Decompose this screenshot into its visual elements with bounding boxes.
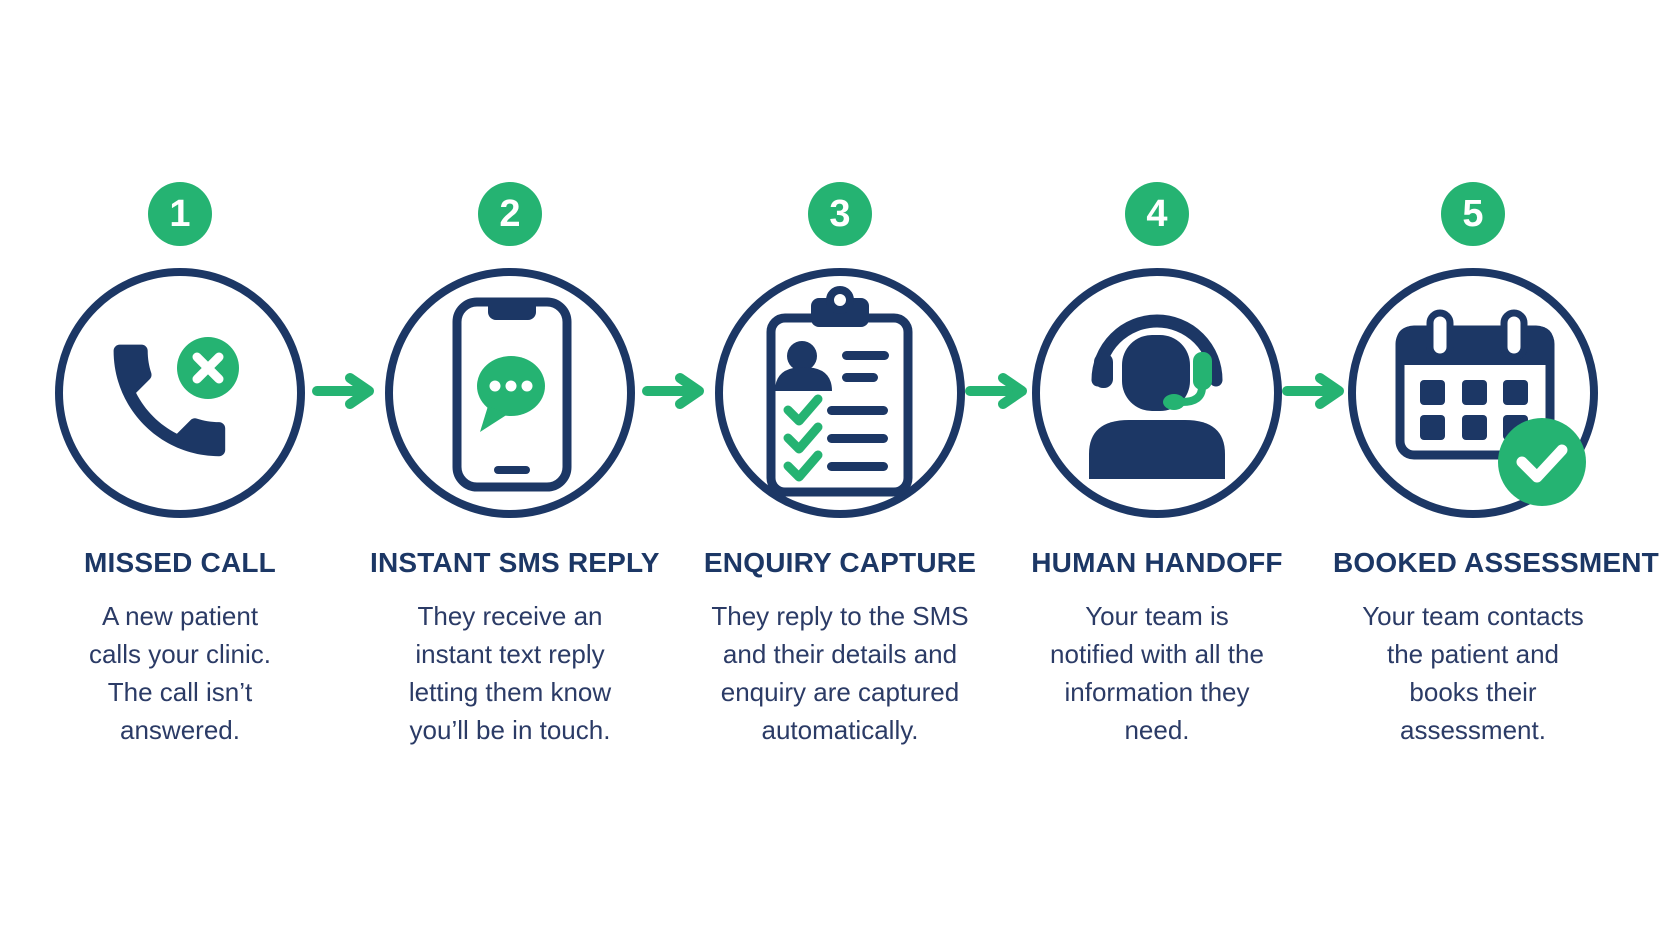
enquiry-clipboard-icon: [766, 286, 913, 497]
check-icon: [783, 450, 823, 482]
check-badge: [1498, 418, 1586, 506]
step-title: MISSED CALL: [84, 547, 276, 578]
step-5-booked-assessment: 5 BOOKED ASSESSMENT Your team contacts t…: [1333, 0, 1659, 941]
step-title: INSTANT SMS REPLY: [370, 547, 660, 578]
step-4-human-handoff: 4 HUMAN HANDOFF Your team is notified wi…: [1017, 0, 1297, 941]
step-icon-circle: [55, 268, 305, 518]
right-arrow-icon: [965, 373, 1027, 409]
check-icon: [783, 394, 823, 426]
check-icon: [783, 422, 823, 454]
phone-notch: [488, 305, 536, 320]
person-head: [787, 341, 817, 371]
bubble-dot: [505, 380, 517, 392]
bubble-dot: [489, 380, 501, 392]
calendar-day: [1420, 415, 1445, 440]
chat-bubble-tail: [480, 406, 508, 432]
bubble-dot: [521, 380, 533, 392]
right-arrow-icon: [642, 373, 704, 409]
headset-earcup-right: [1193, 352, 1212, 390]
right-arrow-icon: [312, 373, 374, 409]
text-line: [827, 462, 888, 471]
step-description: They reply to the SMS and their details …: [711, 601, 969, 745]
agent-head: [1122, 335, 1190, 411]
step-3-enquiry-capture: 3 ENQUIRY CAPTURE They reply to the SMS …: [700, 0, 980, 941]
x-icon: [192, 352, 224, 384]
step-number-badge: 3: [808, 182, 872, 246]
right-arrow-icon: [1282, 373, 1344, 409]
phone-handset-shape: [113, 344, 226, 457]
missed-call-icon: [113, 337, 239, 457]
step-description: They receive an instant text reply letti…: [408, 601, 612, 745]
calendar-day: [1462, 380, 1487, 405]
step-number-badge: 1: [148, 182, 212, 246]
calendar-day: [1462, 415, 1487, 440]
booked-calendar-icon: [1395, 309, 1586, 506]
person-shoulders: [775, 367, 832, 391]
headset-mic-pad: [1163, 394, 1185, 410]
step-number-badge: 2: [478, 182, 542, 246]
check-icon: [1516, 444, 1568, 483]
text-line: [842, 351, 889, 360]
step-2-instant-sms-reply: 2 INSTANT SMS REPLY They receive an inst…: [370, 0, 660, 941]
headset-earcup-left: [1094, 353, 1113, 388]
step-description: A new patient calls your clinic. The cal…: [88, 601, 272, 745]
calendar-ring: [1500, 309, 1528, 361]
step-description: Your team is notified with all the infor…: [1050, 601, 1264, 745]
step-number-badge: 4: [1125, 182, 1189, 246]
sms-phone-icon: [452, 297, 572, 492]
text-line: [827, 406, 888, 415]
step-description: Your team contacts the patient and books…: [1362, 601, 1584, 745]
support-agent-icon: [1089, 314, 1225, 479]
calendar-header: [1396, 326, 1554, 365]
step-title: BOOKED ASSESSMENT: [1333, 547, 1659, 578]
agent-shoulders: [1089, 420, 1225, 479]
headset-mic-boom: [1178, 383, 1206, 406]
step-1-missed-call: 1 MISSED CALL A new patient calls your c…: [40, 0, 320, 941]
calendar-day: [1420, 380, 1445, 405]
step-number-badge: 5: [1441, 182, 1505, 246]
step-title: HUMAN HANDOFF: [1031, 547, 1283, 578]
text-line: [842, 373, 878, 382]
calendar-day: [1503, 380, 1528, 405]
phone-home-bar: [494, 466, 530, 474]
text-line: [827, 434, 888, 443]
clipboard-ring: [826, 286, 854, 314]
step-title: ENQUIRY CAPTURE: [703, 547, 977, 578]
calendar-ring: [1426, 309, 1454, 361]
